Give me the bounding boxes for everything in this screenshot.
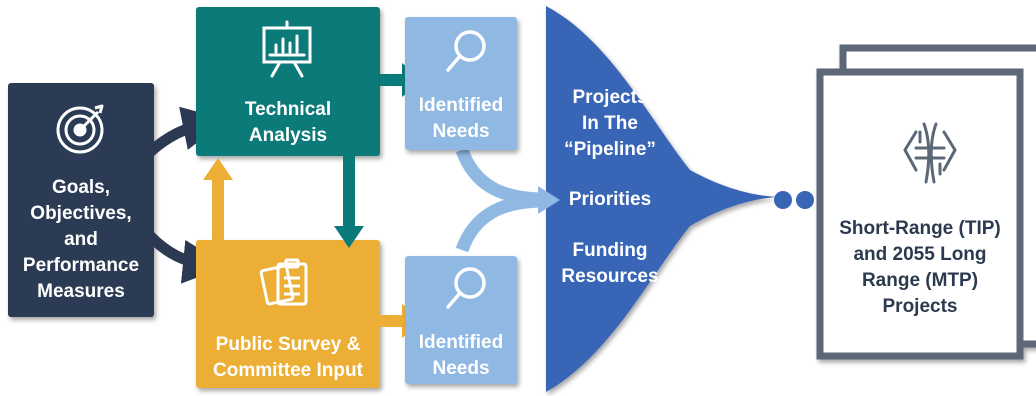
magnifier-icon [446,267,486,309]
presentation-chart-icon [262,20,312,78]
output-document [816,44,1036,360]
technical-analysis-box [196,7,380,156]
priorities-label: Priorities [568,189,652,210]
technical-analysis-label: Technical Analysis [244,99,332,146]
funnel-arrowhead [538,186,560,214]
connector-dot-2 [796,191,814,209]
needs-to-funnel-arrow-bottom [455,194,541,253]
connector-dot-1 [774,191,792,209]
output-projects-label: Short-Range (TIP) and 2055 Long Range (M… [839,218,1001,317]
identified-needs-bottom-box [405,256,517,384]
pipeline-label: Projects In The “Pipeline” [564,87,656,160]
identified-needs-top-box [405,17,517,150]
needs-to-funnel-arrow-top [455,147,541,206]
technical-to-public-arrow-shaft [343,156,355,228]
highway-icon [903,122,957,184]
identified-needs-top-label: Identified Needs [418,95,504,142]
identified-needs-bottom-label: Identified Needs [418,332,504,379]
goals-box [8,83,154,317]
pipeline-funnel [546,6,778,392]
technical-to-needs-arrow-shaft [380,74,404,86]
public-survey-box [196,240,380,388]
technical-to-public-arrowhead [334,226,364,248]
clipboard-icon [259,258,308,306]
public-to-needs-arrow-shaft [380,315,404,327]
magnifier-icon [446,30,486,72]
public-to-technical-arrow-shaft [212,178,224,240]
funding-label: Funding Resources [561,240,659,287]
target-icon [56,104,104,154]
public-to-technical-arrowhead [203,158,233,180]
goals-label: Goals, Objectives, and Performance Measu… [22,177,140,302]
public-survey-label: Public Survey & Committee Input [213,334,363,381]
